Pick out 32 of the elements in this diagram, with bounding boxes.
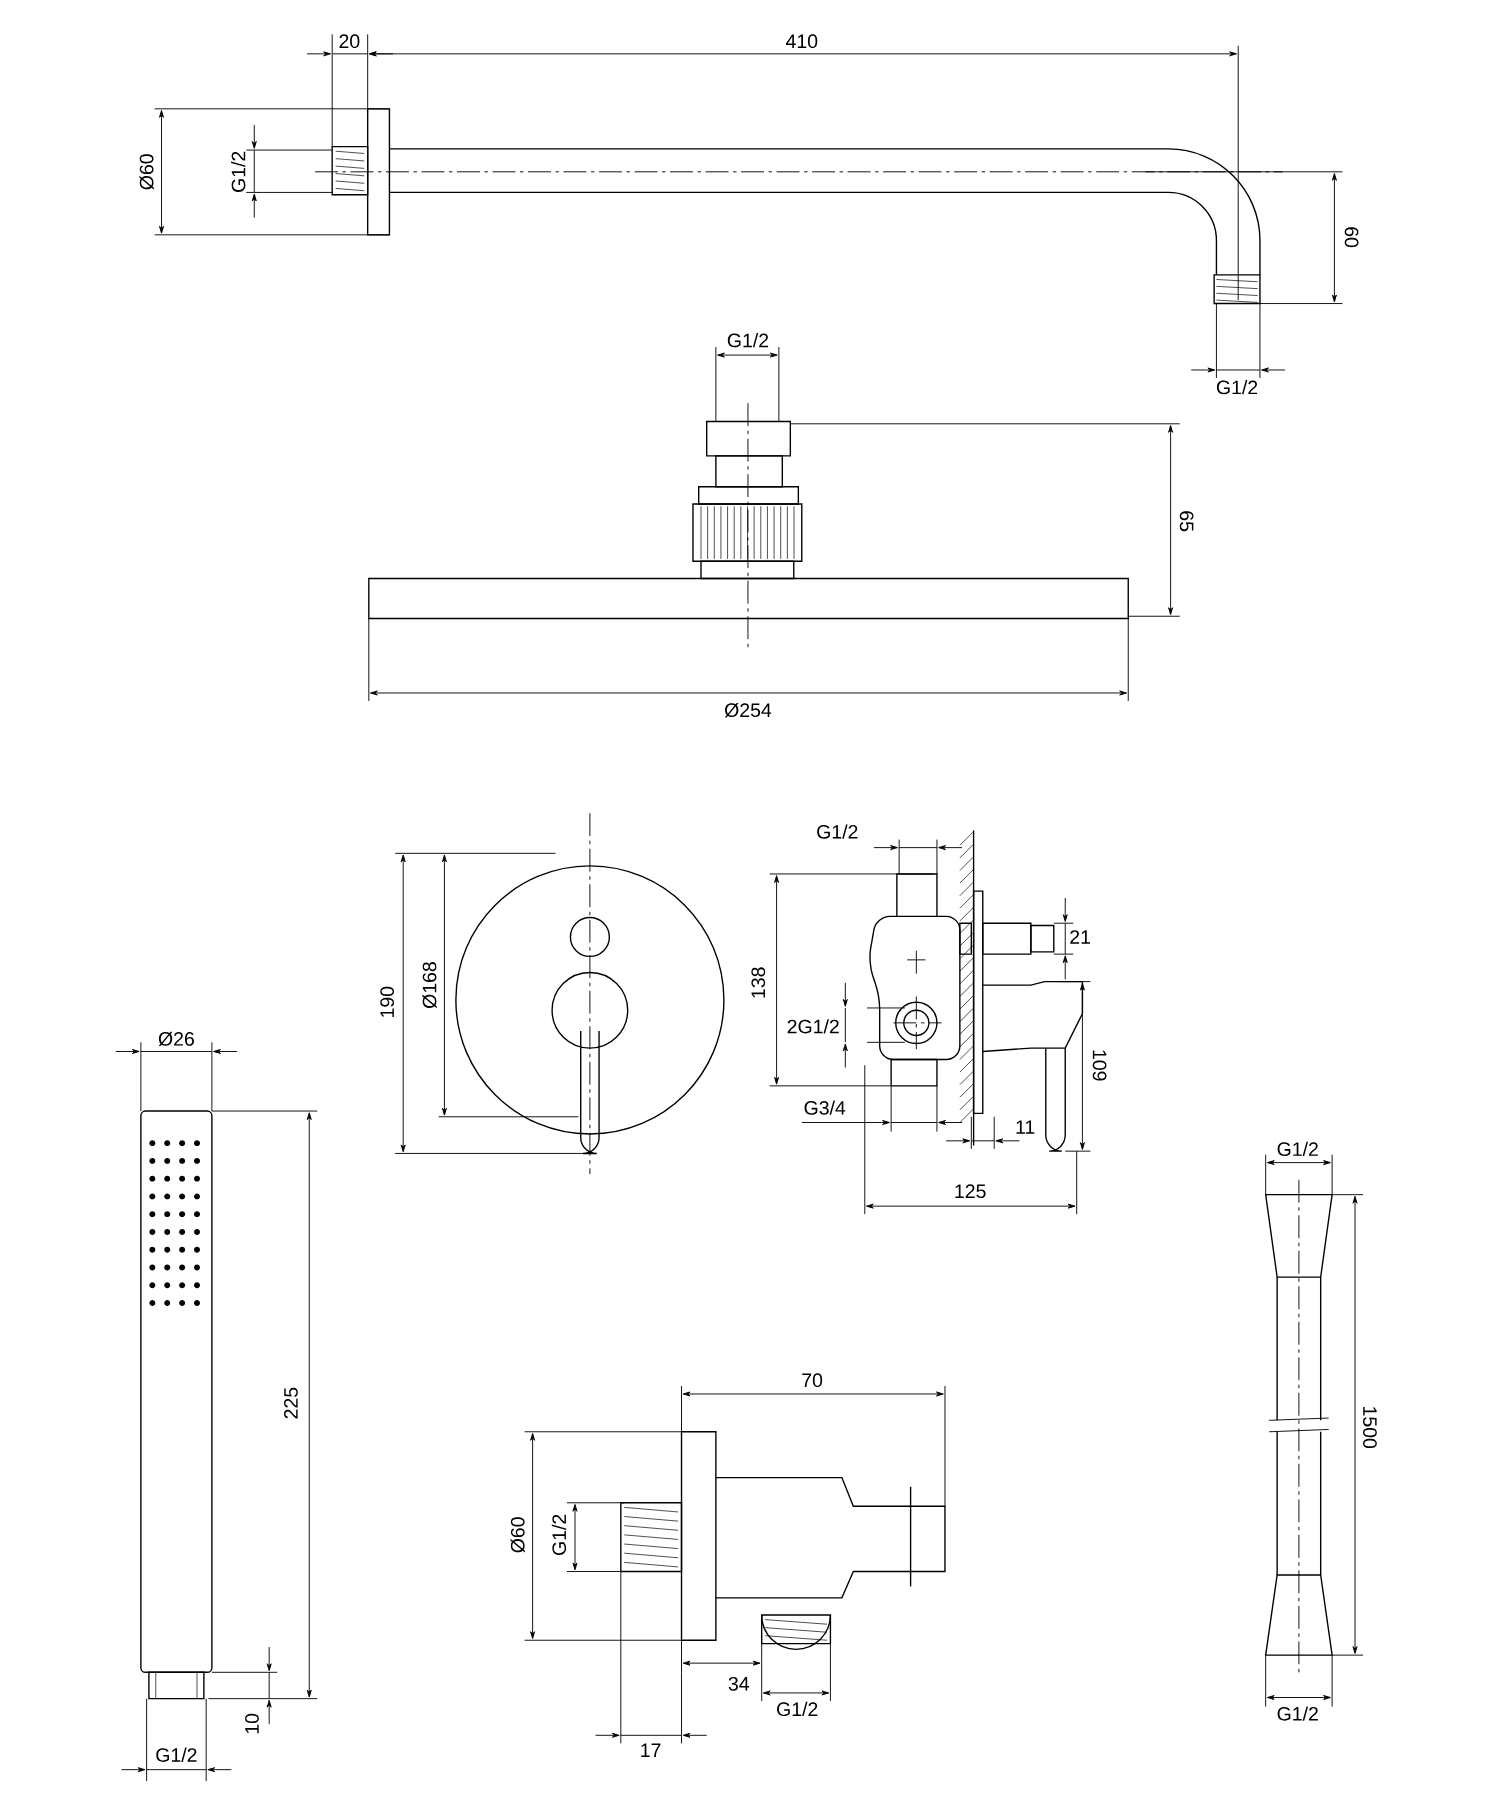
dimension-label: Ø254 <box>724 702 771 718</box>
dimension-label: 109 <box>1092 1050 1107 1081</box>
dimension-label: 2G1/2 <box>787 1019 839 1034</box>
dimension-label: Ø60 <box>139 154 154 190</box>
dimension-label: 225 <box>283 1387 298 1419</box>
dimension-label: G1/2 <box>1216 380 1257 395</box>
dimension-label: 20 <box>339 34 360 49</box>
dimension-label: G1/2 <box>727 333 768 348</box>
dimension-label: G1/2 <box>551 1514 566 1555</box>
dimension-label: G1/2 <box>156 1747 197 1762</box>
dimension-label: 70 <box>802 1373 822 1388</box>
dimension-label: 60 <box>1344 227 1359 248</box>
dimension-label: Ø60 <box>510 1517 525 1553</box>
dimension-label: 21 <box>1070 930 1090 944</box>
dimension-label: 11 <box>1016 1120 1035 1134</box>
dimension-label: 17 <box>641 1743 661 1757</box>
dimension-label: G3/4 <box>804 1100 845 1115</box>
dimension-label: 125 <box>955 1184 986 1199</box>
dimension-label: 1500 <box>1362 1407 1377 1449</box>
dimension-label: 34 <box>728 1676 749 1691</box>
dimension-label: G1/2 <box>230 151 246 192</box>
dimension-label: G1/2 <box>816 824 858 839</box>
dimension-label: 65 <box>1179 511 1194 532</box>
dimension-label: G1/2 <box>776 1701 818 1717</box>
dimension-label: Ø168 <box>422 962 437 1009</box>
dimension-label: G1/2 <box>1277 1141 1318 1156</box>
dimension-label: 190 <box>380 986 394 1017</box>
dimension-label: Ø26 <box>158 1031 194 1047</box>
dimension-label: 410 <box>785 34 817 49</box>
dimension-label: 10 <box>244 1713 259 1734</box>
dimension-label: G1/2 <box>1277 1706 1318 1721</box>
dimension-label: 138 <box>751 967 765 998</box>
